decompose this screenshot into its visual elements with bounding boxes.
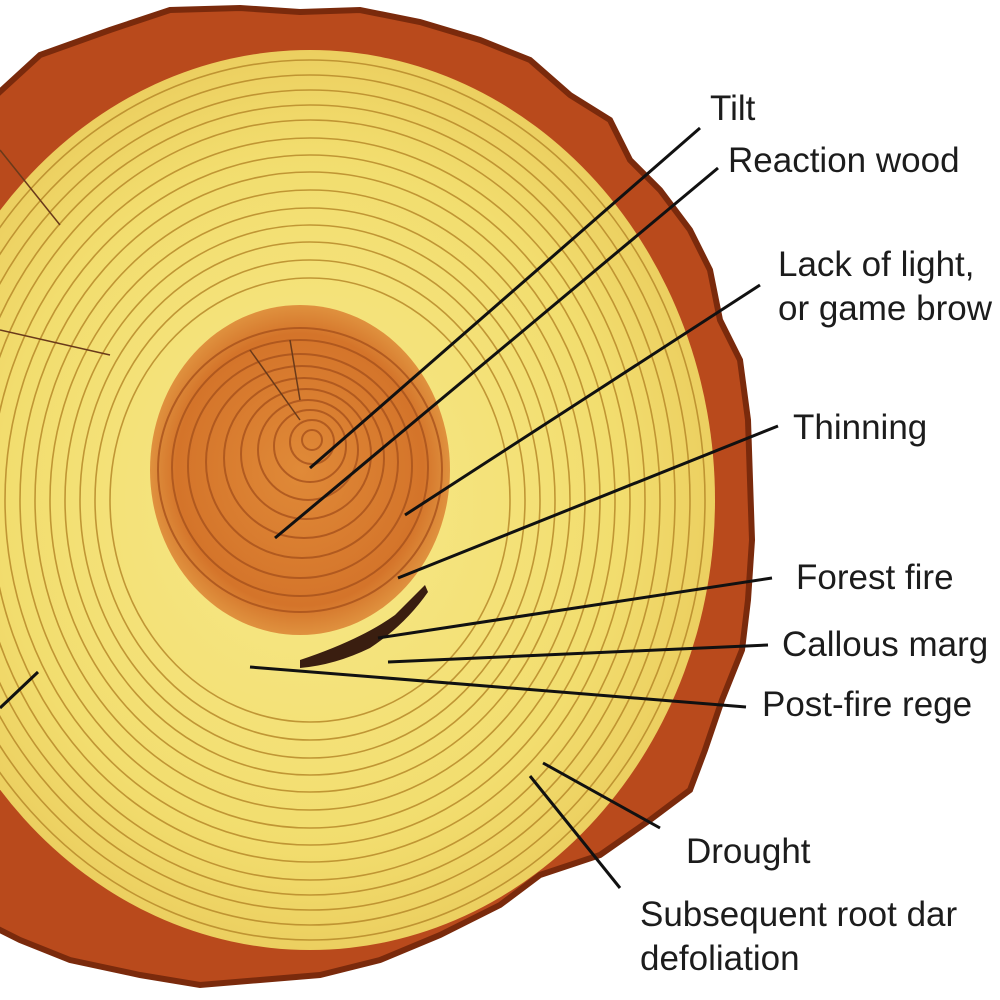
leader-line-drought — [542, 761, 661, 830]
heartwood — [150, 305, 450, 635]
annual-rings — [0, 59, 706, 941]
label-post-fire-regeneration: Post-fire rege — [762, 685, 973, 724]
leader-line-root-damage — [528, 775, 622, 889]
label-root-damage-line-1: Subsequent root dar — [640, 895, 958, 934]
label-forest-fire: Forest fire — [796, 558, 954, 597]
leader-line-post-fire-regen — [249, 665, 747, 709]
label-lack-of-light: Lack of light, or game brow — [778, 243, 992, 331]
leader-line-tilt — [309, 126, 701, 470]
leader-lines — [0, 126, 779, 889]
leader-line-callous-margin — [387, 643, 769, 664]
label-root-damage-line-2: defoliation — [640, 939, 800, 978]
leader-line-thinning — [397, 424, 779, 580]
label-drought: Drought — [686, 832, 811, 871]
heartwood-rings — [157, 327, 443, 613]
leader-line-lack-of-light — [404, 283, 761, 517]
cracks — [0, 149, 301, 421]
label-callous-margin: Callous marg — [782, 625, 989, 664]
label-lack-of-light-line-1: Lack of light, — [778, 245, 975, 284]
leader-line-reaction-wood — [274, 166, 719, 540]
label-thinning: Thinning — [793, 408, 928, 447]
leader-line-forest-fire — [377, 576, 773, 640]
label-tilt: Tilt — [710, 89, 756, 128]
label-root-damage: Subsequent root dar defoliation — [640, 893, 957, 981]
label-reaction-wood: Reaction wood — [728, 141, 960, 180]
leader-line-left — [0, 670, 40, 710]
fire-scar — [300, 585, 428, 668]
label-lack-of-light-line-2: or game brow — [778, 289, 992, 328]
